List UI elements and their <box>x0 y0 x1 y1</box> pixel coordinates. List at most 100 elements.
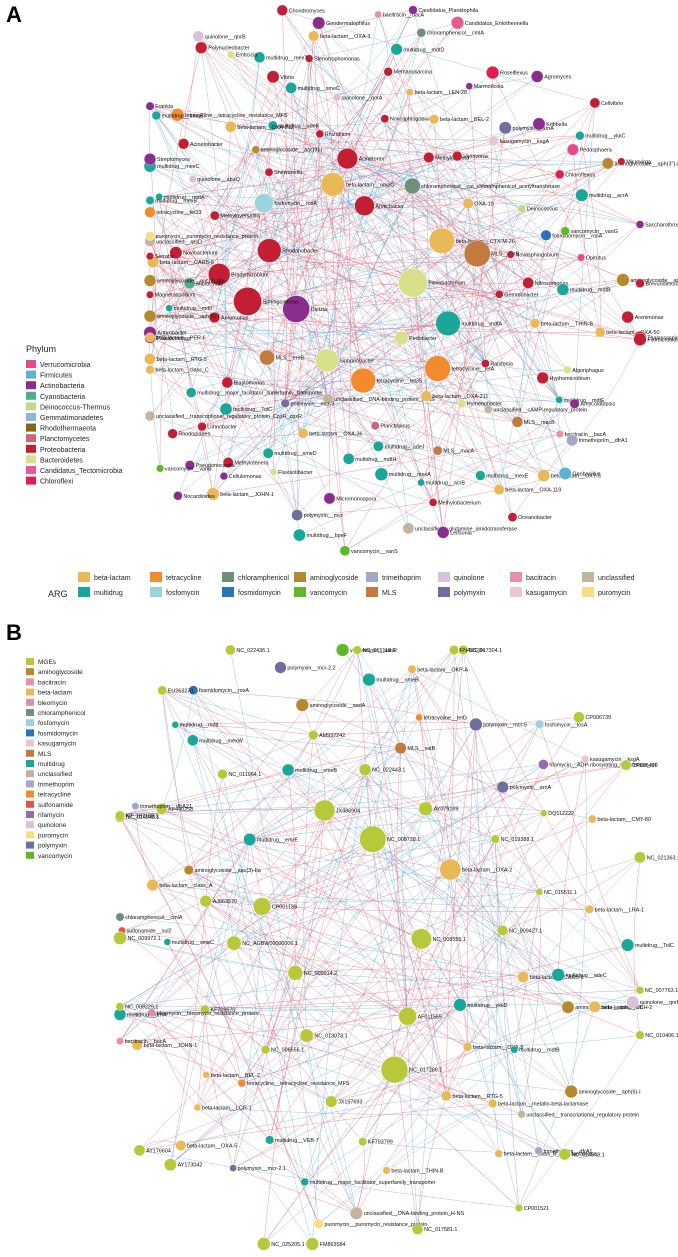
a-edge <box>149 255 582 264</box>
a-node-bradyrhizobium <box>208 263 231 286</box>
b-node-nc-015118-1 <box>352 645 362 655</box>
a-node-label: multidrug__acrA <box>589 193 629 199</box>
a-edge <box>517 282 529 422</box>
b-edge <box>407 1016 499 1154</box>
a-node-label: Novosphingobium <box>516 253 560 259</box>
phylum-swatch-rhodothermaeota <box>26 423 36 432</box>
a-node-label: multidrug__mdfA <box>461 321 502 327</box>
b-edge <box>407 649 464 1017</box>
b-edge <box>502 813 545 931</box>
b-edge <box>188 734 314 871</box>
b-node-label: NC_008738.1 <box>387 837 420 843</box>
b-node-beta-lactam-metallo-beta-lactamase <box>488 1098 498 1109</box>
b-node-multidrug-mdtb <box>510 1045 519 1054</box>
a-node-label: Rhodoplanes <box>178 432 210 438</box>
b-edge <box>151 1012 357 1214</box>
b-edge <box>249 764 626 840</box>
b-edge <box>357 649 401 749</box>
a-node-cellvibrio <box>589 97 601 109</box>
a-node-label: Leifsonia <box>450 530 472 536</box>
arg-swatch-polymyxin <box>438 587 450 597</box>
b-node-fosmidomycin-rosa <box>188 685 199 696</box>
b-node-aj863570 <box>199 895 212 908</box>
a-node-label: Filomicrobium <box>647 337 678 343</box>
b-edge <box>119 1006 408 1017</box>
b-edge <box>467 1034 641 1048</box>
a-edge <box>282 10 595 104</box>
b-edge <box>119 1004 461 1042</box>
arg-swatch-multidrug <box>78 587 90 597</box>
b-legend-swatch-puromycin <box>26 831 34 839</box>
a-edge <box>255 149 414 283</box>
b-node-label: KF793799 <box>368 1140 393 1146</box>
b-edge <box>119 747 401 816</box>
a-node-label: Polynucleobacter <box>208 46 250 52</box>
a-edge <box>159 195 365 207</box>
b-edge <box>241 1082 270 1140</box>
a-node-label: Chloroflexus <box>565 172 595 178</box>
a-edge <box>214 35 314 216</box>
b-edge <box>396 748 408 1017</box>
b-edge <box>364 769 569 1008</box>
a-node-label: multidrug__mexE <box>486 474 528 480</box>
b-edge <box>204 839 250 1010</box>
b-edge <box>162 690 325 811</box>
b-node-label: NC_017286.1 <box>409 1068 442 1074</box>
arg-legend-label: polymyxin <box>454 590 485 597</box>
a-edge <box>326 14 379 361</box>
a-node-label: Sphingomonas <box>263 299 299 305</box>
a-edge <box>318 22 438 369</box>
a-node-label: Pseudomonas <box>156 336 191 342</box>
a-edge <box>284 403 300 516</box>
a-edge <box>224 126 232 410</box>
a-edge <box>169 307 575 404</box>
phylum-legend-label: Chloroflexi <box>40 479 74 486</box>
b-edge <box>249 748 401 840</box>
a-edge <box>401 338 438 451</box>
a-node-label: tetracycline__tetracycline_resistance_MF… <box>185 113 288 119</box>
a-node-label: Bradyrhizobium <box>231 272 269 278</box>
b-edge <box>139 976 524 1151</box>
a-edge <box>401 337 518 423</box>
a-edge <box>493 102 596 142</box>
a-node-chloroflexus <box>555 169 565 180</box>
b-edge <box>475 724 499 1154</box>
b-edge <box>313 649 358 736</box>
panel-b-legend: MGEsaminoglycosidebacitracinbeta-lactamb… <box>26 658 86 860</box>
a-edge <box>263 85 470 204</box>
a-edge <box>269 58 310 251</box>
b-edge <box>331 1049 515 1102</box>
b-node-polymyxin-mcr-2-2 <box>274 661 287 674</box>
a-edge <box>168 308 214 495</box>
a-node-label: beta-lactam__OXY-5 <box>551 474 601 480</box>
a-node-label: MLS__ereB <box>276 356 305 362</box>
b-node-trimethoprim-dfra21 <box>131 802 140 811</box>
b-edge <box>139 1103 493 1151</box>
b-node-polymyxin-mcr-5 <box>469 717 483 732</box>
b-edge <box>197 810 325 1108</box>
a-edge <box>149 172 270 295</box>
a-node-unclassified-dna-binding-protein-h-ns <box>322 393 334 405</box>
b-edge <box>119 838 373 1015</box>
a-node-label: multidrug__ykkC <box>585 134 625 140</box>
a-edge <box>198 36 560 400</box>
b-node-label: aminoglycoside__aph(6)-I <box>579 1090 641 1096</box>
a-node-aminoglycoside-aph-6-i <box>143 309 157 323</box>
a-node-vibrio <box>266 70 280 84</box>
a-node-aeromonas <box>208 311 221 324</box>
a-node-deinococcus <box>517 204 527 213</box>
a-node-label: beta-lactam__BEL-2 <box>440 117 489 123</box>
a-node-tetracycline-tet35 <box>350 367 376 394</box>
b-edge <box>518 1006 596 1208</box>
a-edge <box>172 240 443 434</box>
a-node-dietzia <box>282 295 310 323</box>
b-node-nc-009972-1 <box>113 931 127 945</box>
a-node-label: vancomycin__vanG <box>571 229 618 235</box>
a-edge <box>149 280 402 339</box>
a-edge <box>387 71 560 400</box>
a-node-label: beta-lactam__OXA-3 <box>320 34 370 40</box>
a-node-label: Variovorax <box>463 154 489 160</box>
b-node-tetracycline-tetracycline-resistance-mfs <box>237 1078 247 1088</box>
arg-legend-label: trimethoprim <box>382 575 421 582</box>
b-node-label: multidrug__TolC <box>635 943 674 949</box>
